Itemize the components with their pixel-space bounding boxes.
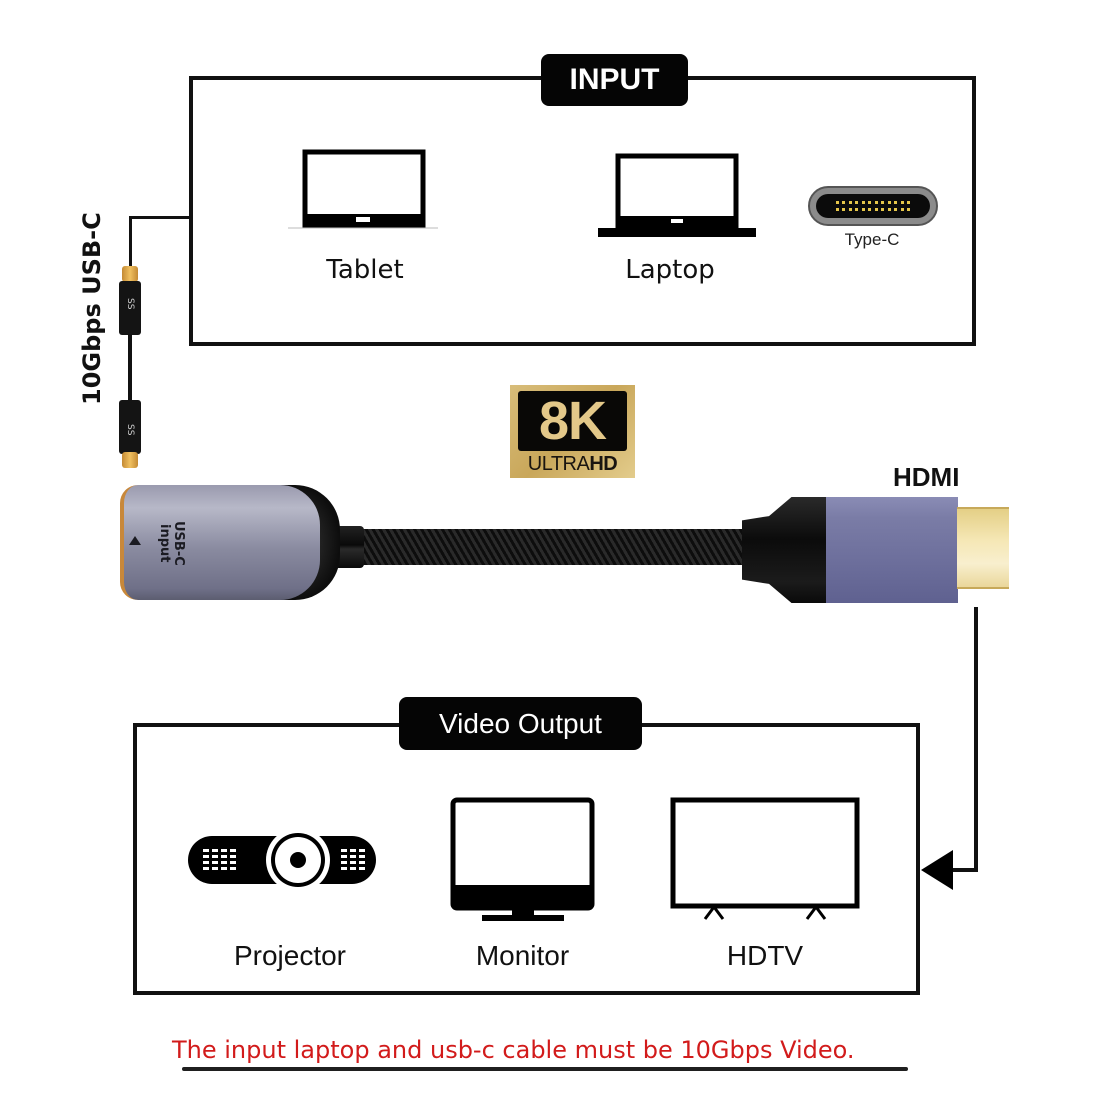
usb-c-female-connector [120, 485, 320, 600]
input-connector-line-v [129, 216, 132, 268]
output-title: Video Output [439, 707, 602, 739]
tablet-icon [288, 148, 438, 230]
output-arrow-line-h [945, 868, 978, 872]
usb-c-port-icon [808, 186, 938, 226]
hdtv-label: HDTV [726, 940, 804, 971]
usb-c-input-marking: USB-C input [157, 520, 186, 566]
hdmi-strain-relief [742, 497, 832, 603]
cable-top-tip [122, 266, 138, 282]
output-arrow-line-v [974, 607, 978, 872]
cable-spec-label: 10Gbps USB-C [78, 212, 106, 405]
cable-top-connector [119, 281, 141, 335]
ss-marking-top: SS [125, 298, 135, 310]
laptop-icon [598, 152, 758, 240]
type-c-label: Type-C [844, 230, 900, 249]
8k-ultra-hd-badge: 8K ULTRAHD [510, 385, 635, 478]
badge-main: 8K [518, 391, 627, 451]
input-title-pill: INPUT [541, 54, 688, 106]
requirement-note: The input laptop and usb-c cable must be… [172, 1036, 855, 1064]
tablet-label: Tablet [326, 255, 404, 285]
arrowhead-left-icon [921, 850, 953, 890]
monitor-label: Monitor [475, 940, 570, 971]
projector-icon [186, 826, 378, 892]
cable-bottom-tip [122, 452, 138, 468]
hdmi-plug-tip [957, 507, 1009, 589]
tv-icon [670, 797, 860, 922]
projector-label: Projector [233, 940, 347, 971]
hdmi-connector-body [826, 497, 958, 603]
input-connector-line-h [130, 216, 191, 219]
monitor-icon [450, 797, 595, 923]
input-arrow-icon [129, 536, 141, 545]
ss-marking-bottom: SS [125, 424, 135, 436]
output-title-pill: Video Output [399, 697, 642, 750]
cable-bottom-connector [119, 400, 141, 454]
badge-sub: ULTRAHD [527, 453, 618, 475]
note-underline [182, 1067, 908, 1071]
cable-wire [128, 334, 132, 404]
input-title: INPUT [569, 63, 660, 96]
hdmi-label: HDMI [893, 462, 960, 492]
braided-cable [340, 529, 750, 565]
laptop-label: Laptop [625, 255, 715, 285]
